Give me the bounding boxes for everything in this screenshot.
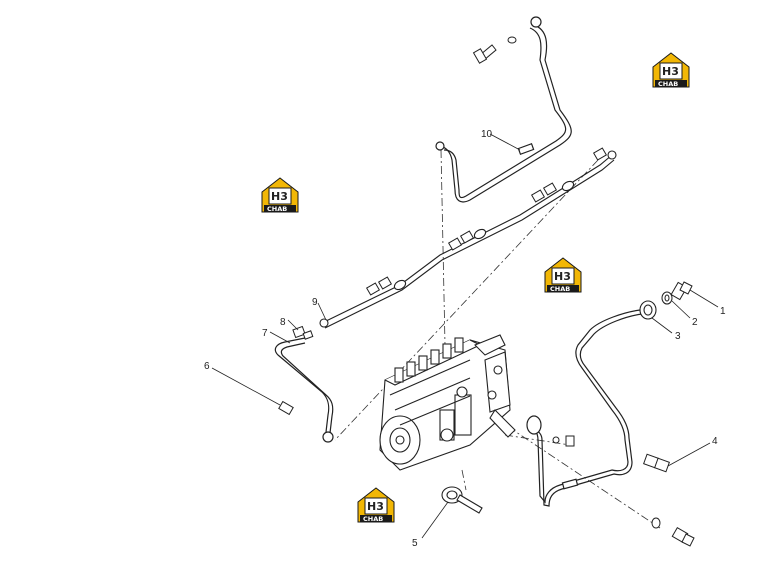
watermark-logo-4: CHAB — [357, 487, 395, 523]
watermark-logo-1: CHAB — [652, 52, 690, 88]
watermark-logo-3: CHAB — [544, 257, 582, 293]
callout-9: 9 — [312, 297, 318, 308]
pipe-10 — [435, 16, 572, 203]
callout-6: 6 — [204, 361, 210, 372]
clamp-4 — [643, 453, 670, 473]
sleeve-6 — [278, 400, 294, 416]
callout-8: 8 — [280, 317, 286, 328]
small-bolt — [552, 435, 575, 447]
return-pipe — [526, 309, 643, 507]
pipe-9 — [319, 150, 617, 329]
banjo-bolt-top — [472, 36, 517, 64]
bolt-lower-right — [651, 517, 695, 547]
callout-2: 2 — [692, 317, 698, 328]
pipe-7 — [274, 337, 334, 443]
callout-4: 4 — [712, 436, 718, 447]
callout-3: 3 — [675, 331, 681, 342]
callout-7: 7 — [262, 328, 268, 339]
callout-5: 5 — [412, 538, 418, 549]
clamps-pipe-9 — [365, 147, 608, 296]
banjo-fitting-5 — [441, 486, 483, 514]
leader-lines — [211, 133, 719, 539]
watermark-brand-text: CHAB — [658, 80, 678, 88]
watermark-brand-text: CHAB — [550, 285, 570, 293]
callout-10: 10 — [481, 129, 493, 140]
watermark-logo-2: CHAB — [261, 177, 299, 213]
watermark-brand-text: CHAB — [267, 205, 287, 213]
bolt-1 — [670, 281, 693, 301]
washer-2 — [661, 291, 673, 305]
fuel-injection-pump — [379, 334, 516, 471]
watermark-brand-text: CHAB — [363, 515, 383, 523]
callout-labels: 1 2 3 4 5 6 7 8 9 10 — [204, 129, 726, 549]
banjo-eye-3 — [639, 300, 657, 320]
callout-1: 1 — [720, 306, 726, 317]
clip-8 — [292, 325, 314, 340]
